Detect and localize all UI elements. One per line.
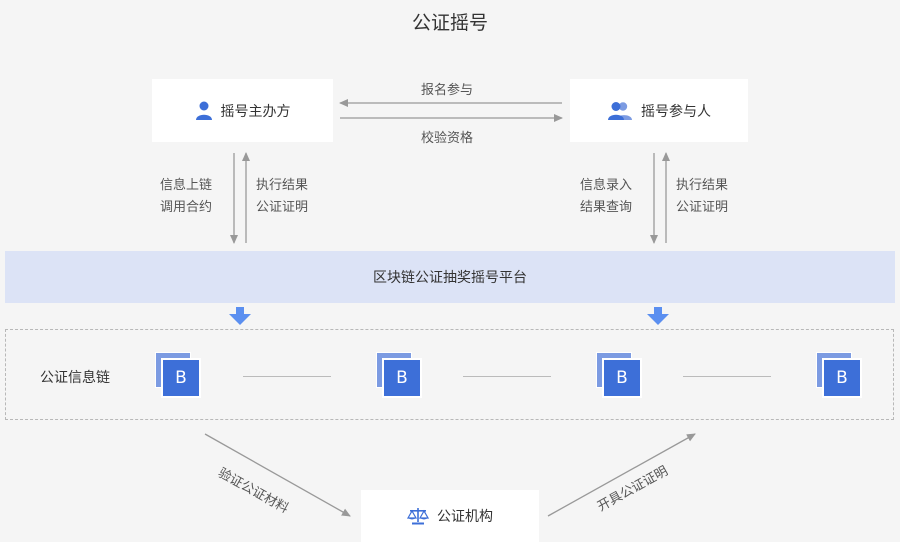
organizer-label: 摇号主办方 [220,103,291,120]
arrow-notary-to-chain [547,433,696,517]
arrow-chain-to-notary [204,433,351,517]
people-icon [608,101,632,120]
edge-label-verify: 校验资格 [421,131,474,146]
participant-label: 摇号参与人 [641,103,711,120]
chain-block: B [596,352,642,398]
person-icon [195,101,212,120]
chain-block: B [155,352,201,398]
chain-link [463,376,551,377]
edge-label-signup: 报名参与 [421,83,474,98]
chain-block: B [376,352,422,398]
chain-label: 公证信息链 [40,370,110,386]
chain-link [243,376,331,377]
blue-down-arrow-left [229,307,251,325]
chain-container [5,329,894,420]
blue-down-arrow-right [647,307,669,325]
chain-block: B [816,352,862,398]
notary-label: 公证机构 [437,509,493,525]
platform-band: 区块链公证抽奖摇号平台 [5,251,895,303]
notary-node: 公证机构 [361,490,539,542]
edge-label-organizer-up: 执行结果 公证证明 [256,178,309,215]
platform-label: 区块链公证抽奖摇号平台 [373,270,527,286]
diagram-title: 公证摇号 [411,12,488,34]
participant-node: 摇号参与人 [570,79,748,142]
edge-label-participant-down: 信息录入 结果查询 [580,178,633,215]
scales-icon [407,508,429,525]
organizer-node: 摇号主办方 [152,79,333,142]
edge-label-participant-up: 执行结果 公证证明 [676,178,729,215]
chain-link [683,376,771,377]
edge-label-organizer-down: 信息上链 调用合约 [160,178,213,215]
